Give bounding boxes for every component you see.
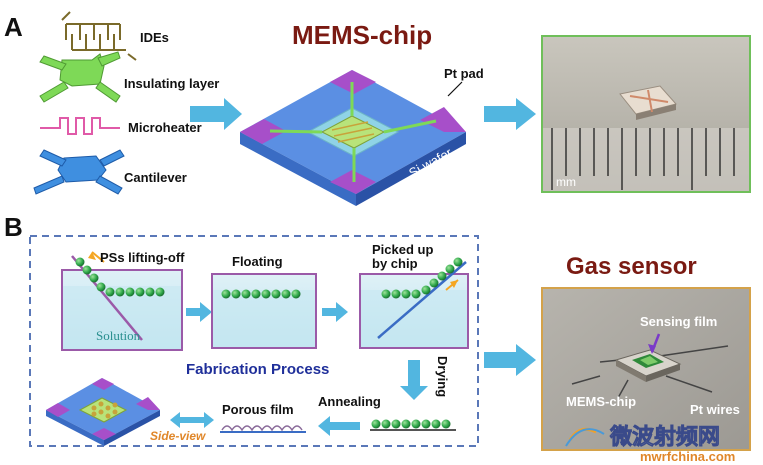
photo-label-pt-wires: Pt wires xyxy=(690,402,740,417)
porous-film-drawing xyxy=(220,425,306,433)
pt-pad-pointer xyxy=(447,81,463,97)
step-floating: Floating xyxy=(232,254,283,269)
step-drying: Drying xyxy=(435,356,450,397)
arrow-layers-to-chip xyxy=(190,98,242,130)
beaker-floating xyxy=(211,273,317,349)
fabrication-process-frame xyxy=(29,235,479,447)
photo-label-sensing-film: Sensing film xyxy=(640,314,717,329)
arrow-step2-to-step3 xyxy=(322,302,348,322)
layer-label-ides: IDEs xyxy=(140,30,169,45)
pt-pad-label: Pt pad xyxy=(444,66,484,81)
arrow-annealing xyxy=(318,416,360,436)
chip-with-film-illustration xyxy=(46,378,160,446)
beads-floating xyxy=(221,289,301,299)
step-by-chip: by chip xyxy=(372,256,418,271)
fabrication-process-title: Fabrication Process xyxy=(186,361,329,378)
watermark-cn: 微波射频网 xyxy=(609,424,720,450)
photo-scale-label: mm xyxy=(556,175,576,189)
ides-icon xyxy=(61,11,137,61)
arrow-side-view xyxy=(170,412,214,428)
arrow-step1-to-step2 xyxy=(186,302,212,322)
mems-chip-title: MEMS-chip xyxy=(292,20,432,50)
dried-film xyxy=(370,419,456,431)
layer-label-insulating: Insulating layer xyxy=(124,76,219,91)
microheater-icon xyxy=(40,117,120,135)
panel-b-label: B xyxy=(4,212,23,242)
arrow-chip-to-photo xyxy=(484,98,536,130)
side-view-label: Side-view xyxy=(150,429,206,443)
mems-chip-photo xyxy=(541,35,751,193)
watermark-logo-icon xyxy=(565,427,605,447)
mems-chip-illustration xyxy=(240,70,466,206)
panel-a-label: A xyxy=(4,12,23,42)
arrow-drying xyxy=(400,360,428,400)
layer-label-microheater: Microheater xyxy=(128,120,202,135)
solution-label: Solution xyxy=(96,328,141,343)
beaker-lifting-off xyxy=(61,251,183,351)
gas-sensor-title: Gas sensor xyxy=(566,253,697,280)
arrow-process-to-sensor xyxy=(484,344,536,376)
step-porous-film: Porous film xyxy=(222,402,294,417)
beads-picked-up xyxy=(381,257,463,299)
step-picked-up: Picked up xyxy=(372,242,433,257)
watermark-url: mwrfchina.com xyxy=(640,449,735,464)
photo-label-mems-chip: MEMS-chip xyxy=(566,394,636,409)
layer-label-cantilever: Cantilever xyxy=(124,170,187,185)
step-lifting-off: PSs lifting-off xyxy=(100,250,185,265)
beads-lifting-off xyxy=(75,257,165,297)
step-annealing: Annealing xyxy=(318,394,381,409)
gas-sensor-photo xyxy=(541,287,751,451)
insulating-layer-icon xyxy=(39,51,121,103)
cantilever-icon xyxy=(33,149,125,195)
beaker-picked-up xyxy=(359,261,469,349)
